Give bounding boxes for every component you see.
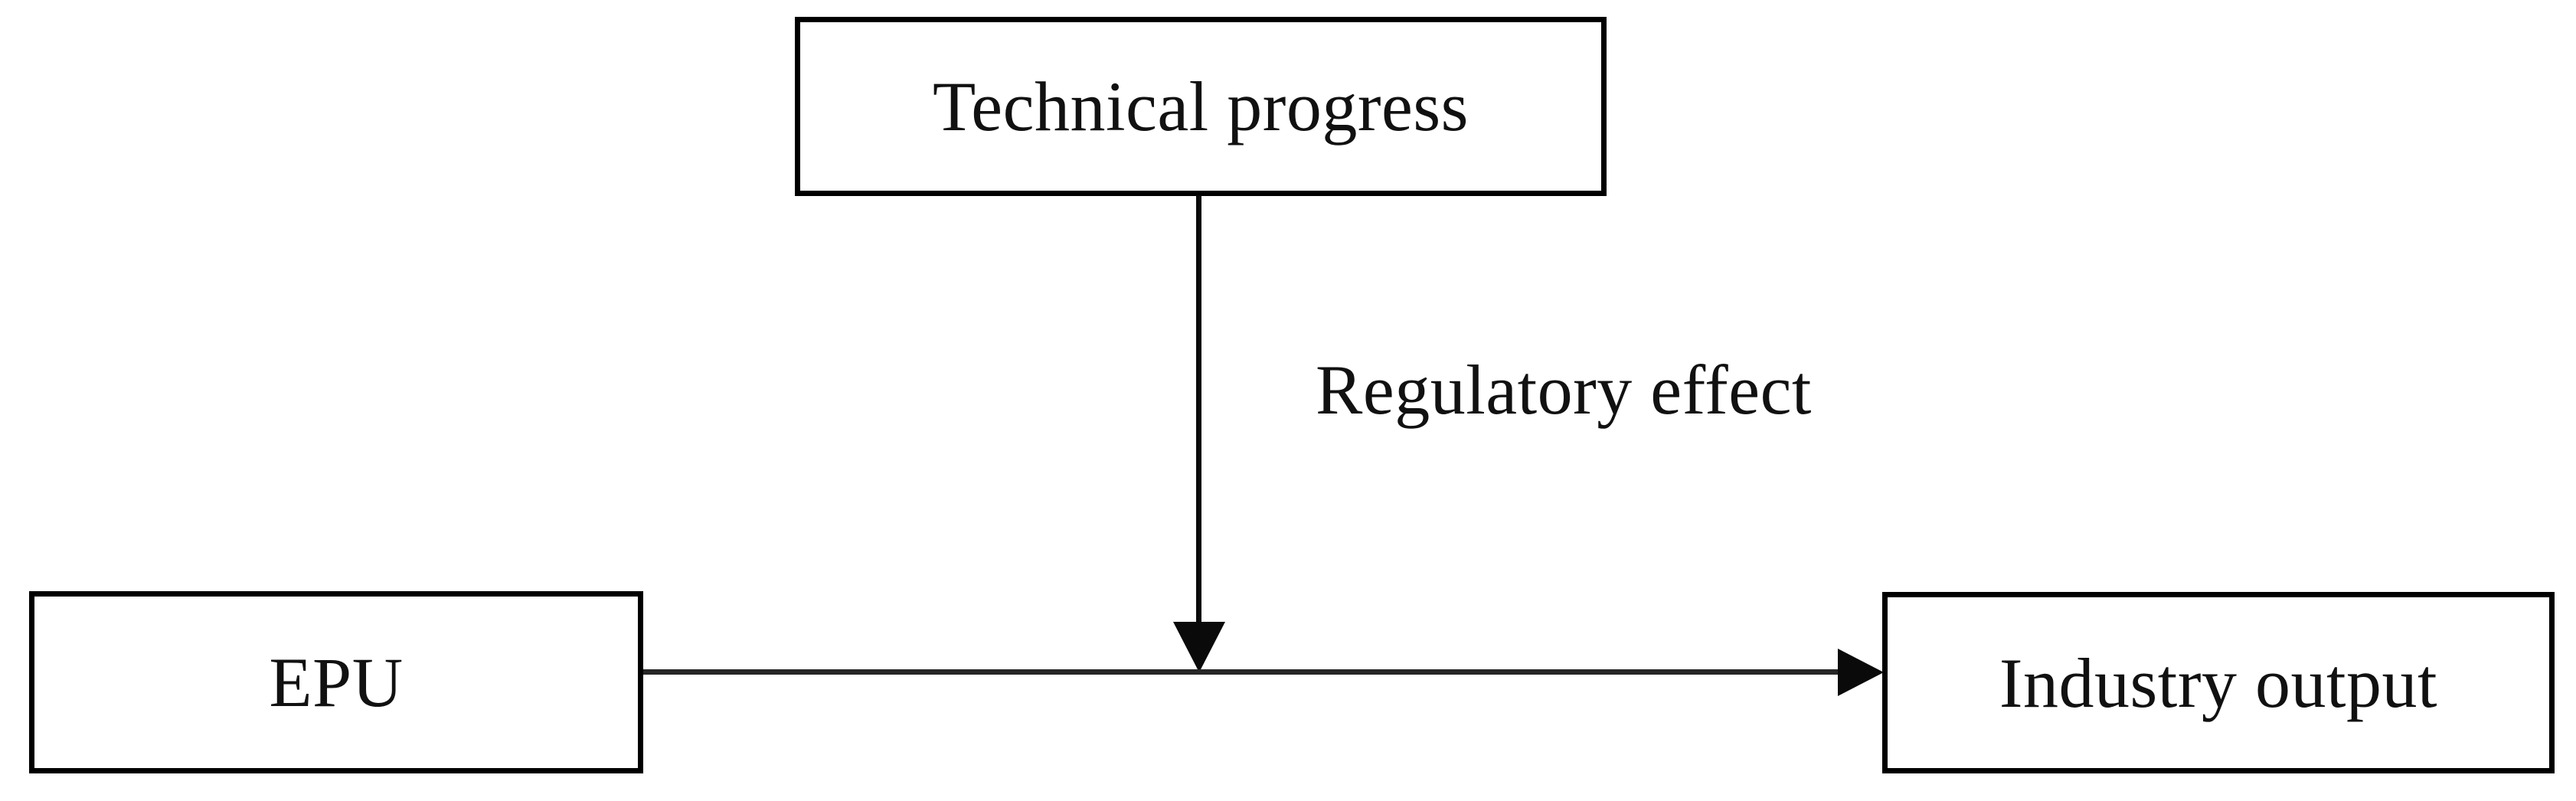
edge-label-regulatory-effect: Regulatory effect: [1316, 351, 1812, 429]
node-technical-progress[interactable]: Technical progress: [795, 17, 1607, 196]
edge-epu-to-industry-output-line: [643, 669, 1859, 675]
node-technical-progress-label: Technical progress: [933, 67, 1469, 145]
arrow-down-icon: [1173, 622, 1225, 672]
node-epu-label: EPU: [269, 643, 404, 721]
node-industry-output-label: Industry output: [1999, 643, 2438, 722]
arrow-right-icon: [1838, 649, 1884, 696]
node-epu[interactable]: EPU: [29, 591, 643, 773]
node-industry-output[interactable]: Industry output: [1882, 592, 2555, 773]
edge-technical-progress-moderates-line: [1196, 195, 1201, 626]
